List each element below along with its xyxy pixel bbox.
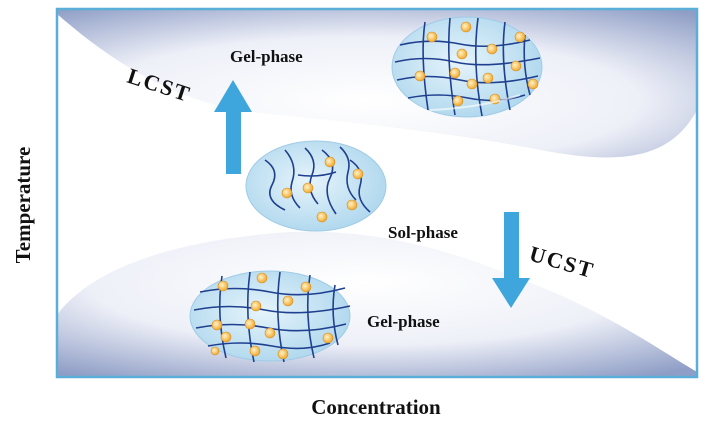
gel-region-bottom [57,231,697,377]
plot-frame [55,7,699,379]
crosslinked-network-icon [391,16,543,118]
gel-phase-label-bottom: Gel-phase [367,312,440,331]
gel-region-top [57,9,697,158]
crosslinked-network-icon [189,270,351,363]
sol-phase-label: Sol-phase [388,223,458,242]
gel-phase-label-top: Gel-phase [230,47,303,66]
x-axis-label: Concentration [311,395,441,419]
ucst-label: UCST [527,241,598,283]
arrow-down-icon [492,212,530,308]
arrow-up-icon [214,80,252,174]
dispersed-chains-icon [245,140,387,232]
y-axis-label: Temperature [11,147,35,264]
